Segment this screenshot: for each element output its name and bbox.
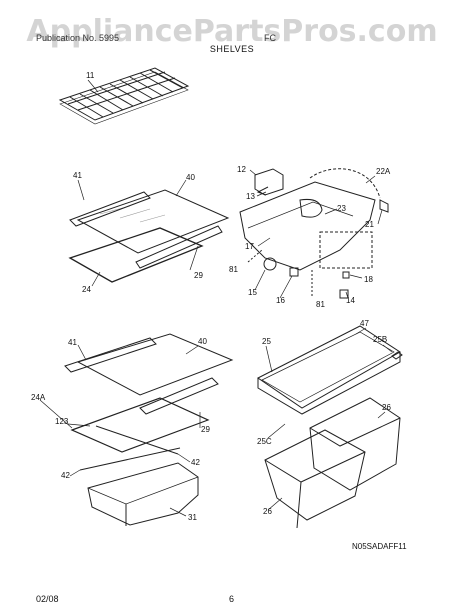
glass-shelf-lower: [64, 333, 234, 471]
label-25b: 25B: [373, 335, 387, 344]
label-17: 17: [245, 242, 254, 251]
label-42-right: 42: [191, 458, 200, 467]
control-knob: [254, 168, 284, 196]
model-header: FC: [264, 33, 276, 43]
label-26-lower: 26: [263, 507, 272, 516]
crisper-bins: [264, 397, 401, 529]
label-42-left: 42: [61, 471, 70, 480]
wire-shelf: [58, 67, 190, 125]
label-15: 15: [248, 288, 257, 297]
label-31: 31: [188, 513, 197, 522]
label-81-left: 81: [229, 265, 238, 274]
front-trim-lower: [64, 337, 157, 373]
watermark: AppliancePartsPros.com: [26, 14, 438, 49]
front-trim: [69, 191, 151, 227]
diagram-code: N05SADAFF11: [352, 542, 407, 551]
label-18: 18: [364, 275, 373, 284]
tray-assembly: [239, 168, 389, 299]
label-81-right: 81: [316, 300, 325, 309]
deli-tray: [257, 325, 403, 415]
label-47: 47: [360, 319, 369, 328]
leader-lines: [39, 79, 393, 517]
publication-header: Publication No. 5995: [36, 33, 120, 43]
shelf-seal: [68, 227, 204, 283]
label-26-upper: 26: [382, 403, 391, 412]
rail: [95, 425, 179, 455]
label-41-lower: 41: [68, 338, 77, 347]
label-21: 21: [365, 220, 374, 229]
label-24: 24: [82, 285, 91, 294]
label-40: 40: [186, 173, 195, 182]
label-123: 123: [55, 417, 69, 426]
rear-trim: [135, 225, 223, 269]
label-25c: 25C: [257, 437, 272, 446]
label-24a: 24A: [31, 393, 46, 402]
label-14: 14: [346, 296, 355, 305]
socket: [289, 267, 299, 277]
label-25: 25: [262, 337, 271, 346]
section-title: SHELVES: [209, 44, 255, 54]
label-40-lower: 40: [198, 337, 207, 346]
glass-shelf-upper: [68, 189, 230, 283]
footer-date: 02/08: [36, 594, 59, 604]
label-12: 12: [237, 165, 246, 174]
crisper-drawer-left: [87, 462, 199, 526]
bulb: [263, 257, 277, 271]
footer-page-number: 6: [229, 594, 235, 604]
label-22a: 22A: [376, 167, 391, 176]
rear-trim-lower: [139, 377, 219, 415]
label-23: 23: [337, 204, 346, 213]
label-41: 41: [73, 171, 82, 180]
damper: [299, 199, 323, 218]
label-13: 13: [246, 192, 255, 201]
part-labels: 11 41 40 29 24 12 13 22A 23 21 17 81 15 …: [31, 71, 407, 551]
label-29-lower: 29: [201, 425, 210, 434]
label-29: 29: [194, 271, 203, 280]
label-16: 16: [276, 296, 285, 305]
label-11: 11: [86, 71, 95, 80]
